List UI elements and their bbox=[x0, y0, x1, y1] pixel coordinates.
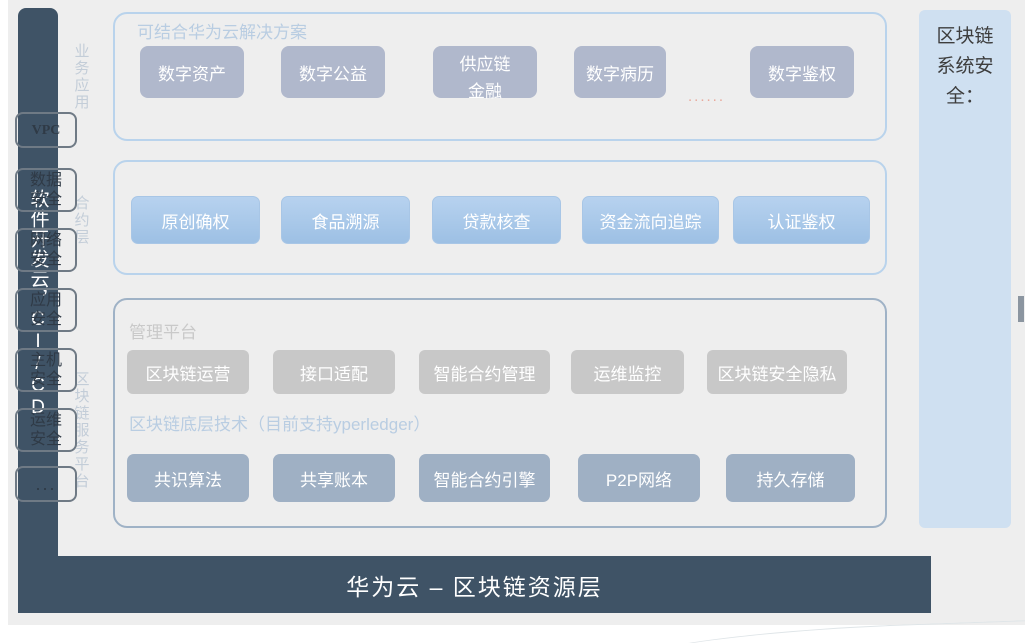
security-item-label: 网络安全 bbox=[29, 232, 62, 268]
mgmt-chip-label: 区块链运营 bbox=[145, 364, 231, 384]
app-chip-5[interactable]: 数字鉴权 bbox=[750, 46, 854, 98]
security-item-2[interactable]: 数据安全 bbox=[15, 168, 77, 212]
contract-chip-label: 资金流向追踪 bbox=[599, 212, 702, 232]
layer-label-contract: 合约层 bbox=[72, 194, 90, 246]
management-platform-caption: 管理平台 bbox=[129, 323, 197, 342]
layer-label-platform: 区块链服务平台 bbox=[72, 370, 90, 490]
mgmt-chip-1[interactable]: 区块链运营 bbox=[127, 350, 249, 394]
base-chip-label: 共识算法 bbox=[154, 470, 222, 490]
devcloud-bar-label: 软件开发云，CI/CD bbox=[27, 189, 49, 419]
contract-chip-label: 认证鉴权 bbox=[767, 212, 836, 232]
base-chip-5[interactable]: 持久存储 bbox=[726, 454, 855, 502]
app-chip-1[interactable]: 数字资产 bbox=[140, 46, 244, 98]
base-tech-caption: 区块链底层技术（目前支持yperledger） bbox=[129, 415, 431, 434]
security-item-label: 数据安全 bbox=[29, 172, 62, 208]
base-chip-label: 智能合约引擎 bbox=[433, 470, 536, 490]
security-item-7[interactable]: ... bbox=[15, 466, 77, 502]
base-chip-3[interactable]: 智能合约引擎 bbox=[419, 454, 550, 502]
layer-label-business: 业务应用 bbox=[72, 42, 90, 111]
security-item-1[interactable]: VPC bbox=[15, 112, 77, 148]
base-chip-1[interactable]: 共识算法 bbox=[127, 454, 249, 502]
app-chip-3[interactable]: 供应链金融 bbox=[433, 46, 537, 101]
security-item-label: ... bbox=[35, 473, 57, 494]
contract-chip-1[interactable]: 原创确权 bbox=[131, 196, 260, 244]
mgmt-chip-4[interactable]: 运维监控 bbox=[571, 350, 684, 394]
base-chip-2[interactable]: 共享账本 bbox=[273, 454, 395, 502]
security-item-label: VPC bbox=[31, 122, 61, 138]
app-chip-label: 数字资产 bbox=[158, 64, 226, 84]
app-chip-label: 数字鉴权 bbox=[768, 64, 836, 84]
contract-chip-4[interactable]: 资金流向追踪 bbox=[582, 196, 719, 244]
mgmt-chip-label: 接口适配 bbox=[300, 364, 368, 384]
edge-marker bbox=[1018, 296, 1024, 322]
app-chip-label-line2: 金融 bbox=[468, 82, 502, 101]
base-chip-label: 持久存储 bbox=[756, 470, 825, 490]
left-gutter bbox=[0, 0, 8, 625]
contract-chip-3[interactable]: 贷款核查 bbox=[432, 196, 561, 244]
base-chip-4[interactable]: P2P网络 bbox=[578, 454, 700, 502]
base-chip-label: P2P网络 bbox=[605, 470, 673, 490]
security-item-3[interactable]: 网络安全 bbox=[15, 228, 77, 272]
mgmt-chip-5[interactable]: 区块链安全隐私 bbox=[707, 350, 847, 394]
contract-chip-label: 食品溯源 bbox=[311, 212, 380, 232]
mgmt-chip-2[interactable]: 接口适配 bbox=[273, 350, 395, 394]
base-chip-label: 共享账本 bbox=[300, 470, 368, 490]
app-chip-label: 数字病历 bbox=[586, 64, 654, 84]
decorative-swoosh bbox=[600, 620, 1025, 643]
contract-chip-5[interactable]: 认证鉴权 bbox=[733, 196, 870, 244]
contract-chip-2[interactable]: 食品溯源 bbox=[281, 196, 410, 244]
resource-layer-banner: 华为云 – 区块链资源层 bbox=[18, 556, 931, 613]
security-item-label: 运维安全 bbox=[29, 412, 62, 448]
security-column-title: 区块链系统安全： bbox=[936, 26, 994, 107]
mgmt-chip-label: 运维监控 bbox=[593, 364, 662, 384]
application-ellipsis: ...... bbox=[688, 88, 726, 105]
security-item-5[interactable]: 主机安全 bbox=[15, 348, 77, 392]
security-item-label: 主机安全 bbox=[29, 352, 62, 388]
security-item-label: 应用安全 bbox=[29, 292, 62, 328]
app-chip-2[interactable]: 数字公益 bbox=[281, 46, 385, 98]
contract-chip-label: 贷款核查 bbox=[462, 212, 531, 232]
resource-layer-label: 华为云 – 区块链资源层 bbox=[346, 573, 603, 600]
mgmt-chip-label: 区块链安全隐私 bbox=[717, 364, 837, 384]
app-chip-label: 数字公益 bbox=[299, 64, 367, 84]
application-layer-caption: 可结合华为云解决方案 bbox=[137, 23, 307, 42]
security-item-4[interactable]: 应用安全 bbox=[15, 288, 77, 332]
contract-chip-label: 原创确权 bbox=[161, 212, 230, 232]
app-chip-4[interactable]: 数字病历 bbox=[574, 46, 666, 98]
app-chip-label: 供应链 bbox=[459, 55, 511, 74]
mgmt-chip-3[interactable]: 智能合约管理 bbox=[419, 350, 550, 394]
security-item-6[interactable]: 运维安全 bbox=[15, 408, 77, 452]
security-column: 区块链系统安全： bbox=[919, 10, 1011, 528]
mgmt-chip-label: 智能合约管理 bbox=[433, 364, 536, 384]
